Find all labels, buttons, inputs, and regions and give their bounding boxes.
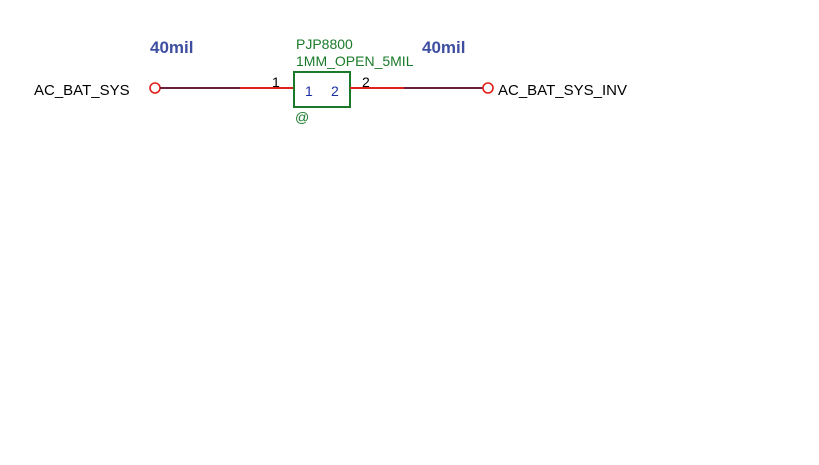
jumper-body	[293, 71, 351, 108]
jumper-inner-pin-2: 2	[331, 83, 339, 99]
pin-number-left: 1	[272, 74, 280, 90]
trace-width-right: 40mil	[422, 38, 465, 57]
net-label-right: AC_BAT_SYS_INV	[498, 82, 627, 99]
net-label-left: AC_BAT_SYS	[34, 82, 130, 99]
component-refdes: PJP8800	[296, 36, 353, 52]
trace-width-left: 40mil	[150, 38, 193, 57]
pin-number-right: 2	[362, 74, 370, 90]
component-value: 1MM_OPEN_5MIL	[296, 53, 414, 69]
connector-left-icon	[149, 82, 161, 94]
connector-right-icon	[482, 82, 494, 94]
component-marker: @	[295, 109, 309, 125]
jumper-inner-pin-1: 1	[305, 83, 313, 99]
